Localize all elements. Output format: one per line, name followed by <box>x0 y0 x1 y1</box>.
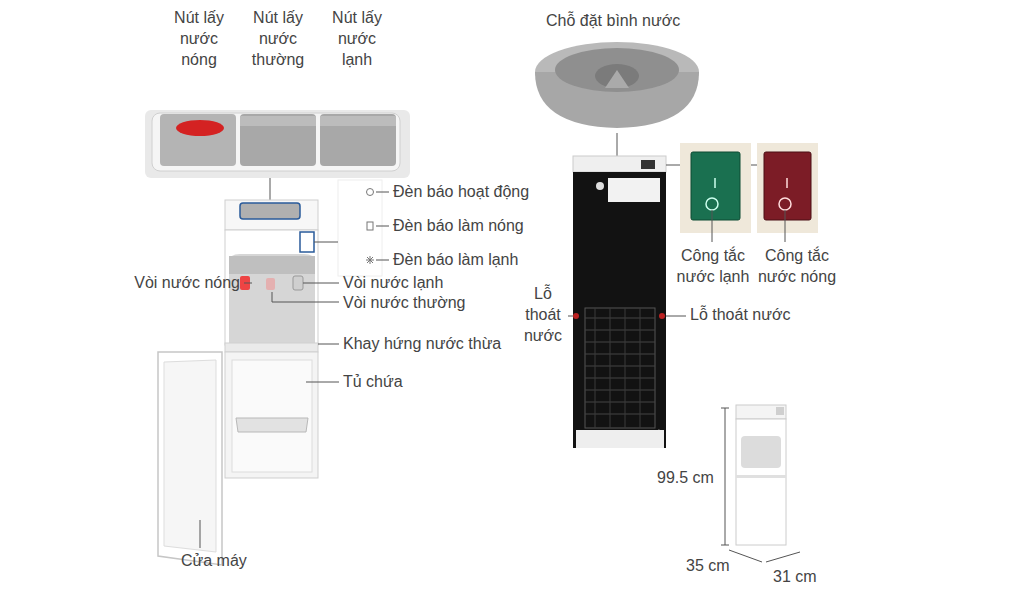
button-panel <box>145 110 410 178</box>
part-label: Vòi nước thường <box>343 292 465 313</box>
dimension-label: 35 cm <box>686 555 730 576</box>
dimension-figure <box>721 405 800 562</box>
bottle-seat <box>532 38 705 133</box>
part-label: Cửa máy <box>181 550 247 571</box>
switch-label: Công tắc nước nóng <box>753 245 841 287</box>
dimension-label: 99.5 cm <box>657 467 714 488</box>
dimension-label: 31 cm <box>773 566 817 587</box>
dispenser-front <box>158 180 382 565</box>
leader-lines <box>200 192 389 548</box>
button-label: Nút lấy nước thường <box>247 7 309 70</box>
part-label: Vòi nước lạnh <box>343 272 443 293</box>
part-label: Lỗ thoát nước <box>690 304 790 325</box>
part-label: Lỗ thoát nước <box>519 283 567 346</box>
part-label: Tủ chứa <box>343 371 403 392</box>
switches <box>680 143 818 242</box>
button-label: Nút lấy nước lạnh <box>326 7 388 70</box>
button-label: Nút lấy nước nóng <box>168 7 230 70</box>
indicator-label: Đèn báo làm nóng <box>393 215 524 236</box>
part-label: Vòi nước nóng <box>134 272 240 293</box>
dispenser-back <box>573 156 666 463</box>
indicator-label: Đèn báo hoạt động <box>393 181 529 202</box>
part-label: Chỗ đặt bình nước <box>546 10 680 31</box>
switch-label: Công tắc nước lạnh <box>669 245 757 287</box>
indicator-label: Đèn báo làm lạnh <box>393 249 518 270</box>
part-label: Khay hứng nước thừa <box>343 333 501 354</box>
